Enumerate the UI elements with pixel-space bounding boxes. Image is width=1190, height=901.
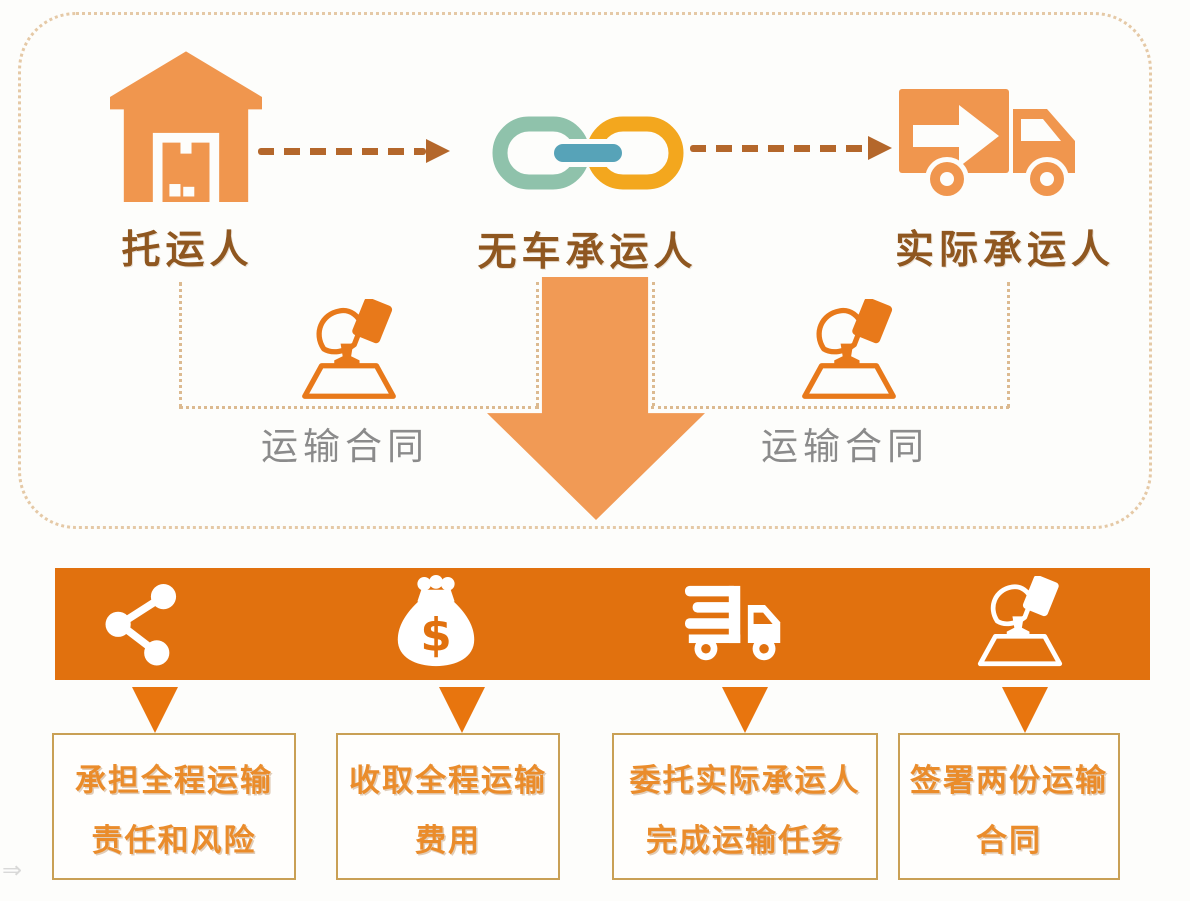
warehouse-icon	[110, 51, 262, 202]
dashed-arrow-left	[258, 139, 450, 163]
duty-line2: 责任和风险	[91, 823, 257, 859]
contract-bracket-center-right	[652, 282, 655, 406]
watermark: ⇒	[2, 856, 27, 884]
dashed-arrow-right	[690, 136, 892, 160]
contract-bracket-left-horizontal	[179, 406, 539, 409]
contract-bracket-left-vertical	[179, 282, 182, 408]
arrowhead-icon	[868, 136, 892, 160]
duty-card-responsibility: 承担全程运输 责任和风险	[52, 733, 296, 880]
duty-line2: 费用	[415, 823, 481, 859]
truck-arrow-icon	[899, 89, 1075, 201]
duty-line2: 完成运输任务	[646, 823, 844, 859]
duty-card-contracts: 签署两份运输 合同	[898, 733, 1120, 880]
duty-card-entrust: 委托实际承运人 完成运输任务	[612, 733, 878, 880]
dollar-sign: $	[420, 608, 451, 661]
actual-carrier-label: 实际承运人	[894, 228, 1115, 273]
chain-link-icon	[492, 116, 684, 190]
contract-label-right: 运输合同	[761, 425, 929, 468]
contract-bracket-center-left	[536, 282, 539, 406]
duty-line1: 承担全程运输	[75, 763, 273, 799]
dashed-line	[690, 144, 868, 152]
connector-triangle-4	[1002, 687, 1048, 733]
connector-triangle-1	[132, 687, 178, 733]
share-icon	[105, 584, 177, 666]
duty-line1: 签署两份运输	[910, 763, 1108, 799]
connector-triangle-2	[439, 687, 485, 733]
stamp-icon-right	[802, 299, 896, 399]
duty-card-fees: 收取全程运输 费用	[336, 733, 560, 880]
connector-triangle-3	[722, 687, 768, 733]
contract-bracket-right-vertical	[1007, 282, 1010, 408]
contract-bracket-right-horizontal	[651, 406, 1009, 409]
contract-label-left: 运输合同	[261, 425, 429, 468]
duty-line1: 委托实际承运人	[629, 763, 861, 799]
duties-banner: $	[55, 568, 1150, 680]
arrowhead-icon	[426, 139, 450, 163]
money-bag-icon: $	[397, 575, 475, 667]
nvocc-label: 无车承运人	[477, 230, 698, 275]
shipper-label: 托运人	[121, 228, 254, 273]
stamp-icon-banner	[977, 576, 1063, 667]
top-dashed-frame	[18, 12, 1152, 529]
stamp-icon-left	[302, 299, 396, 399]
dashed-line	[258, 147, 426, 155]
duty-line2: 合同	[976, 823, 1042, 859]
duty-line1: 收取全程运输	[349, 763, 547, 799]
delivery-truck-icon	[685, 585, 781, 661]
